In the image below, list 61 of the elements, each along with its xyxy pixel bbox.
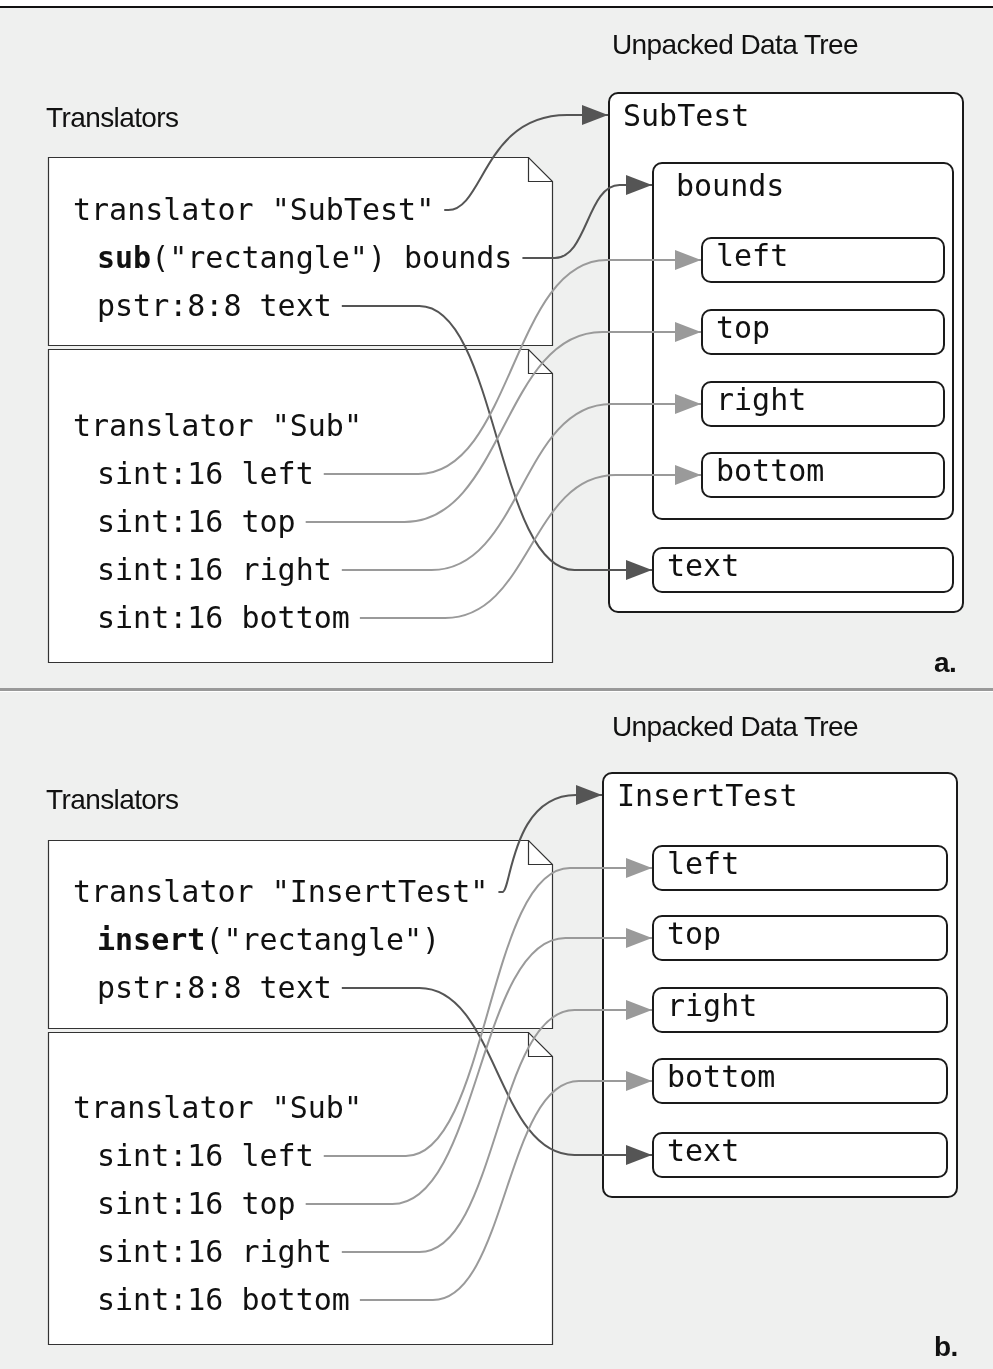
arrow <box>340 1000 653 1253</box>
code-line: sint:16 right <box>97 552 342 588</box>
code-line: pstr:8:8 text <box>97 970 342 1006</box>
record-box <box>701 381 945 427</box>
arrow <box>443 105 609 211</box>
arrow <box>304 322 702 523</box>
field-name: right <box>667 988 758 1024</box>
arrow <box>358 465 702 619</box>
field-name: text <box>667 1133 740 1169</box>
arrow <box>358 1071 653 1301</box>
record-box <box>701 237 945 283</box>
code-line: sint:16 top <box>97 504 306 540</box>
field-name: top <box>716 310 771 346</box>
field-name: InsertTest <box>617 778 798 814</box>
field-name: SubTest <box>623 98 750 134</box>
section-heading: Unpacked Data Tree <box>612 28 858 62</box>
field-name: bounds <box>676 168 785 204</box>
arrow <box>322 858 653 1157</box>
field-name: bottom <box>716 453 825 489</box>
code-line: translator "Sub" <box>73 1090 362 1126</box>
field-name: right <box>716 382 807 418</box>
code-line: sint:16 top <box>97 1186 306 1222</box>
record-box <box>652 547 954 593</box>
code-line: sint:16 left <box>97 1138 324 1174</box>
code-line: translator "SubTest" <box>73 192 445 228</box>
section-heading: Translators <box>46 783 179 817</box>
code-line: sint:16 right <box>97 1234 342 1270</box>
panel-letter: b. <box>934 1330 958 1364</box>
code-line: translator "Sub" <box>73 408 362 444</box>
arrow <box>340 305 653 580</box>
code-line: pstr:8:8 text <box>97 288 342 324</box>
code-line: translator "InsertTest" <box>73 874 499 910</box>
arrow <box>521 175 653 259</box>
panel-letter: a. <box>934 646 957 680</box>
field-name: bottom <box>667 1059 776 1095</box>
arrow <box>340 987 653 1165</box>
record-box <box>652 1058 948 1104</box>
record-box <box>652 845 948 891</box>
record-box <box>608 92 964 613</box>
record-box <box>652 987 948 1033</box>
field-name: left <box>667 846 740 882</box>
record-box <box>701 309 945 355</box>
section-heading: Translators <box>46 101 179 135</box>
arrow <box>497 785 603 893</box>
code-line: sint:16 bottom <box>97 1282 360 1318</box>
field-name: top <box>667 916 722 952</box>
arrow <box>340 394 702 571</box>
record-box <box>701 452 945 498</box>
record-box <box>602 772 958 1198</box>
code-line: sub("rectangle") bounds <box>97 240 523 276</box>
code-line: insert("rectangle") <box>97 922 441 958</box>
section-heading: Unpacked Data Tree <box>612 710 858 744</box>
arrow <box>322 250 702 475</box>
field-name: text <box>667 548 740 584</box>
arrow <box>304 928 653 1205</box>
record-box <box>652 1132 948 1178</box>
code-line: sint:16 left <box>97 456 324 492</box>
record-box <box>652 162 954 520</box>
code-line: sint:16 bottom <box>97 600 360 636</box>
field-name: left <box>716 238 789 274</box>
record-box <box>652 915 948 961</box>
